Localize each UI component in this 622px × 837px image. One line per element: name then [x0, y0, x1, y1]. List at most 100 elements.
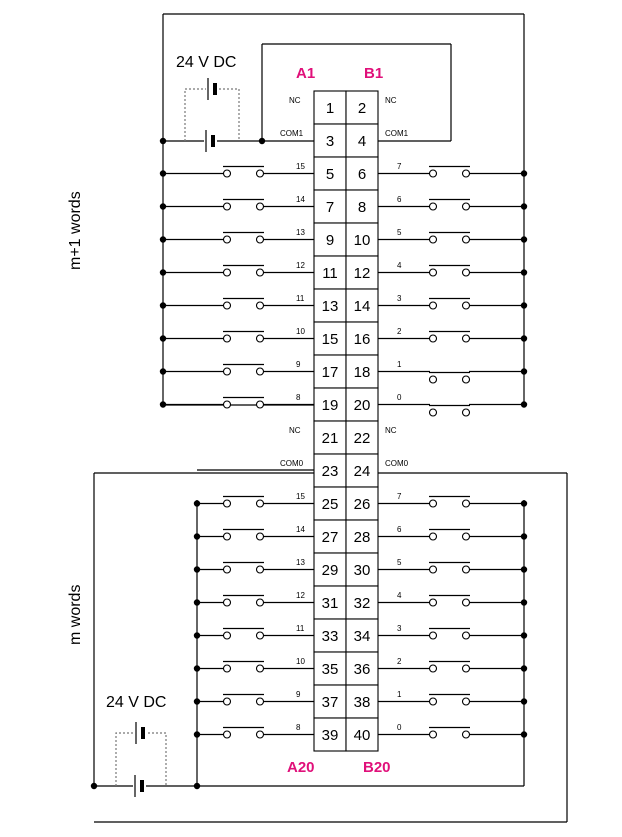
terminal-right-label: 1	[397, 690, 402, 699]
terminal-a19	[313, 387, 347, 422]
junction-dot	[193, 599, 201, 606]
contact	[222, 169, 232, 178]
junction-dot	[520, 203, 528, 210]
junction-dot	[258, 137, 266, 145]
labels: A1 B1 A20 B20 24 V DC 24 V DC m+1 words …	[67, 54, 391, 776]
pin-number: 10	[354, 232, 371, 249]
junction-dot	[90, 782, 98, 790]
terminal-left-label: 11	[296, 624, 305, 633]
terminal-left-label: 14	[296, 195, 305, 204]
contact	[428, 598, 438, 607]
pin-number: 17	[322, 364, 339, 381]
contact	[461, 235, 471, 244]
terminal-right-label: 7	[397, 162, 402, 171]
terminal-left-label: 12	[296, 261, 305, 270]
junction-dot	[520, 731, 528, 738]
terminal-a1	[313, 90, 347, 125]
contact	[222, 631, 232, 640]
terminal-right-label: COM1	[385, 129, 409, 138]
contact	[461, 268, 471, 277]
terminal-right-label: 4	[397, 591, 402, 600]
junction-dot	[520, 665, 528, 672]
contact	[461, 169, 471, 178]
pin-number: 9	[326, 232, 334, 249]
pin-number: 15	[322, 331, 339, 348]
junction-dot	[193, 782, 201, 790]
contact	[428, 565, 438, 574]
pin-number: 37	[322, 694, 339, 711]
terminal-left-label: 10	[296, 657, 305, 666]
contact	[222, 268, 232, 277]
header-b1: B1	[364, 65, 383, 82]
pin-number: 7	[326, 199, 334, 216]
contact	[255, 664, 265, 673]
junction-dot	[520, 566, 528, 573]
junction-dot	[520, 599, 528, 606]
junction-dot	[520, 368, 528, 375]
terminal-a27	[313, 519, 347, 554]
pin-number: 30	[354, 562, 371, 579]
contact	[222, 697, 232, 706]
terminal-left-label: COM0	[280, 459, 304, 468]
terminal-left-label: 9	[296, 690, 301, 699]
contact	[222, 532, 232, 541]
terminal-b12	[345, 255, 379, 290]
switches	[134, 78, 471, 797]
pin-number: 22	[354, 430, 371, 447]
terminal-a33	[313, 618, 347, 653]
contact	[222, 664, 232, 673]
terminal-right-label: 0	[397, 723, 402, 732]
pin-number: 38	[354, 694, 371, 711]
aux-supply-dotted	[184, 88, 240, 141]
terminal-right-label: 5	[397, 228, 402, 237]
junction-dot	[520, 500, 528, 507]
contact	[461, 202, 471, 211]
pin-number: 13	[322, 298, 339, 315]
pin-number: 36	[354, 661, 371, 678]
pin-number: 5	[326, 166, 334, 183]
pin-number: 27	[322, 529, 339, 546]
contact	[428, 268, 438, 277]
junction-dot	[193, 500, 201, 507]
contact	[428, 235, 438, 244]
pin-number: 20	[354, 397, 371, 414]
pin-number: 29	[322, 562, 339, 579]
contact	[255, 598, 265, 607]
junction-dot	[159, 302, 167, 309]
contact	[428, 408, 438, 417]
contact	[428, 301, 438, 310]
contact	[222, 301, 232, 310]
terminal-b14	[345, 288, 379, 323]
pin-number: 31	[322, 595, 339, 612]
pin-number: 11	[322, 265, 338, 282]
junction-dot	[159, 335, 167, 342]
pin-number: 19	[322, 397, 339, 414]
contact	[255, 268, 265, 277]
group-label-lower: m words	[67, 585, 84, 645]
terminal-b24	[345, 453, 379, 488]
terminal-b4	[345, 123, 379, 158]
header-b20: B20	[363, 759, 391, 776]
terminal-left-label: 14	[296, 525, 305, 534]
contact	[428, 202, 438, 211]
pin-number: 1	[326, 100, 334, 117]
pin-number: 24	[354, 463, 371, 480]
contact	[461, 598, 471, 607]
contact	[428, 532, 438, 541]
terminal-a11	[313, 255, 347, 290]
terminal-a23	[313, 453, 347, 488]
terminal-b2	[345, 90, 379, 125]
terminal-b6	[345, 156, 379, 191]
junction-dot	[193, 731, 201, 738]
terminal-left-label: 12	[296, 591, 305, 600]
junction-dot	[520, 335, 528, 342]
pin-number: 12	[354, 265, 371, 282]
junction-dot	[159, 203, 167, 210]
contact	[461, 697, 471, 706]
contact	[461, 565, 471, 574]
terminal-left-label: 15	[296, 162, 305, 171]
pin-number: 3	[326, 133, 334, 150]
pin-number: 33	[322, 628, 339, 645]
contact	[222, 565, 232, 574]
